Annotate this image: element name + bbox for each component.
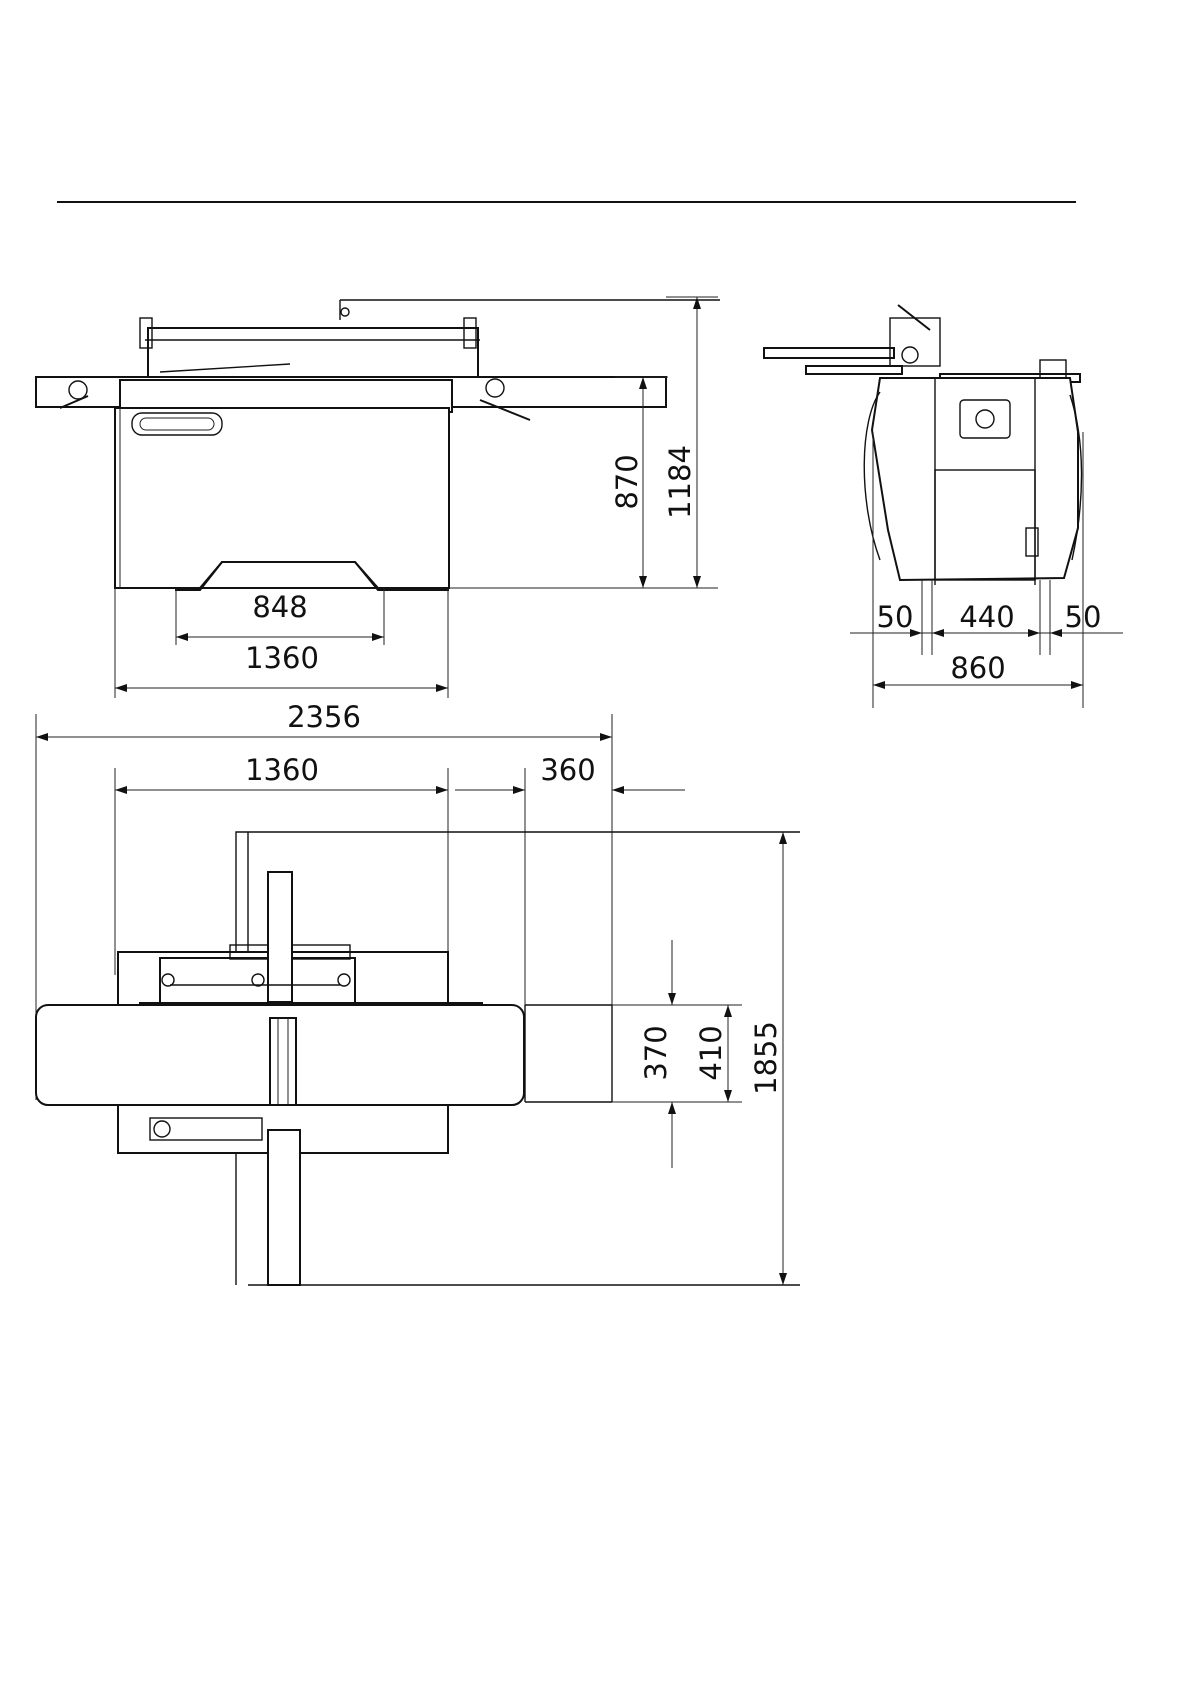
dim-height-table: 870 bbox=[610, 454, 644, 509]
side-view: 50 440 50 860 bbox=[764, 305, 1123, 708]
dim-height-total: 1184 bbox=[663, 445, 697, 519]
dim-right-offset: 50 bbox=[1065, 600, 1102, 634]
dim-left-offset: 50 bbox=[877, 600, 914, 634]
top-view: 2356 1360 360 bbox=[36, 700, 800, 1285]
dim-base-inner: 848 bbox=[252, 590, 307, 624]
dim-center-span: 440 bbox=[959, 600, 1014, 634]
dim-extension: 360 bbox=[540, 753, 595, 787]
dim-base-outer: 1360 bbox=[245, 641, 319, 675]
dim-table-depth: 370 bbox=[639, 1025, 673, 1080]
dim-total-length: 2356 bbox=[287, 700, 361, 734]
dim-total-depth: 1855 bbox=[749, 1021, 783, 1095]
dim-total-width: 860 bbox=[950, 651, 1005, 685]
dim-table-depth-outer: 410 bbox=[694, 1025, 728, 1080]
dim-body-length: 1360 bbox=[245, 753, 319, 787]
front-view: 870 1184 848 1360 bbox=[36, 297, 720, 698]
